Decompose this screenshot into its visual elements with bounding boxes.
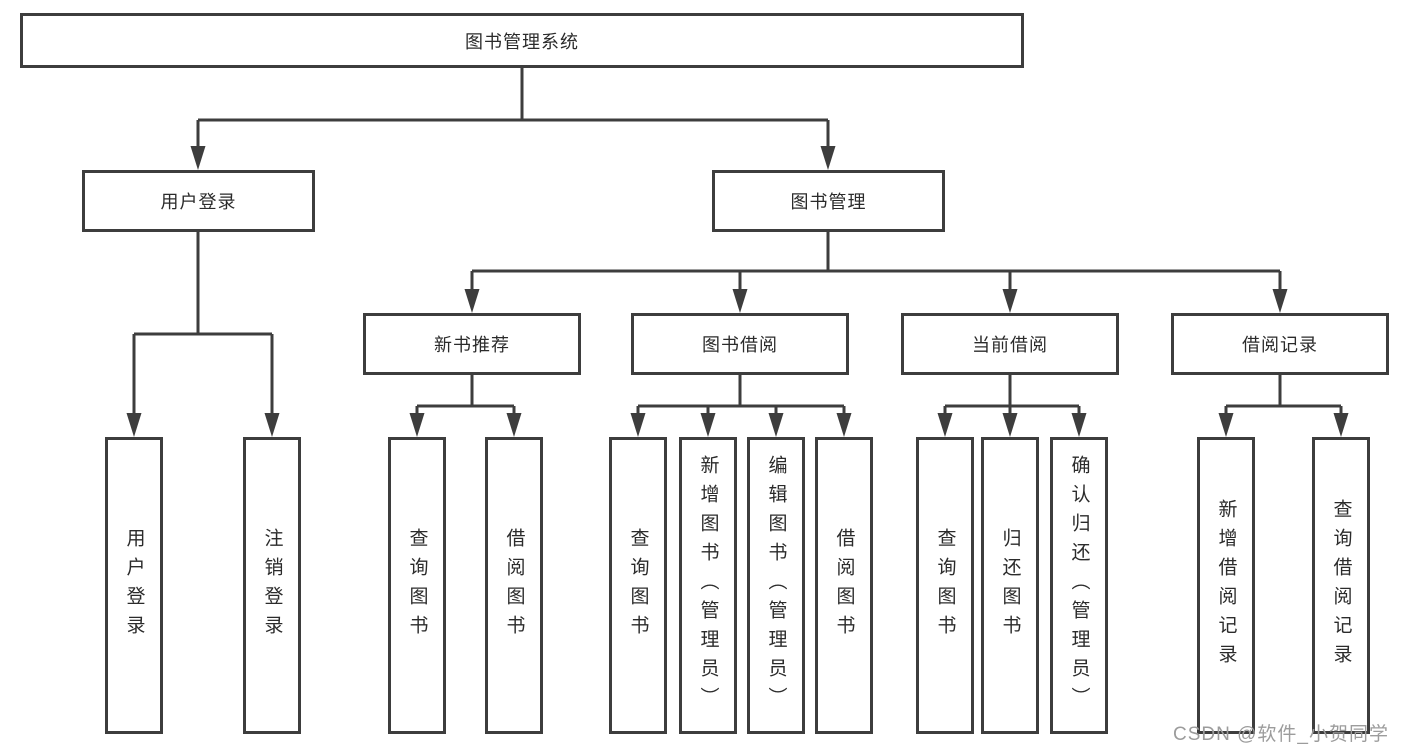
node-book-borrowing: 图书借阅 xyxy=(631,313,849,375)
node-br-query-record: 查询借阅记录 xyxy=(1312,437,1370,734)
node-new-book-recommendation: 新书推荐 xyxy=(363,313,581,375)
node-book-management: 图书管理 xyxy=(712,170,945,232)
node-logout: 注销登录 xyxy=(243,437,301,734)
node-borrowing-records: 借阅记录 xyxy=(1171,313,1389,375)
node-bb-edit-books-admin: 编辑图书（管理员） xyxy=(747,437,805,734)
node-br-add-record: 新增借阅记录 xyxy=(1197,437,1255,734)
node-cb-query-books: 查询图书 xyxy=(916,437,974,734)
node-cb-confirm-return-admin: 确认归还（管理员） xyxy=(1050,437,1108,734)
node-bb-borrow-books: 借阅图书 xyxy=(815,437,873,734)
node-current-borrowing: 当前借阅 xyxy=(901,313,1119,375)
node-bb-query-books: 查询图书 xyxy=(609,437,667,734)
node-nbr-borrow-books: 借阅图书 xyxy=(485,437,543,734)
arrowheads xyxy=(126,146,1349,437)
node-user-login: 用户登录 xyxy=(105,437,163,734)
node-user-login-branch: 用户登录 xyxy=(82,170,315,232)
node-nbr-query-books: 查询图书 xyxy=(388,437,446,734)
node-library-management-system: 图书管理系统 xyxy=(20,13,1024,68)
csdn-watermark: CSDN @软件_小贺同学 xyxy=(1173,724,1389,745)
node-cb-return-books: 归还图书 xyxy=(981,437,1039,734)
node-bb-add-books-admin: 新增图书（管理员） xyxy=(679,437,737,734)
